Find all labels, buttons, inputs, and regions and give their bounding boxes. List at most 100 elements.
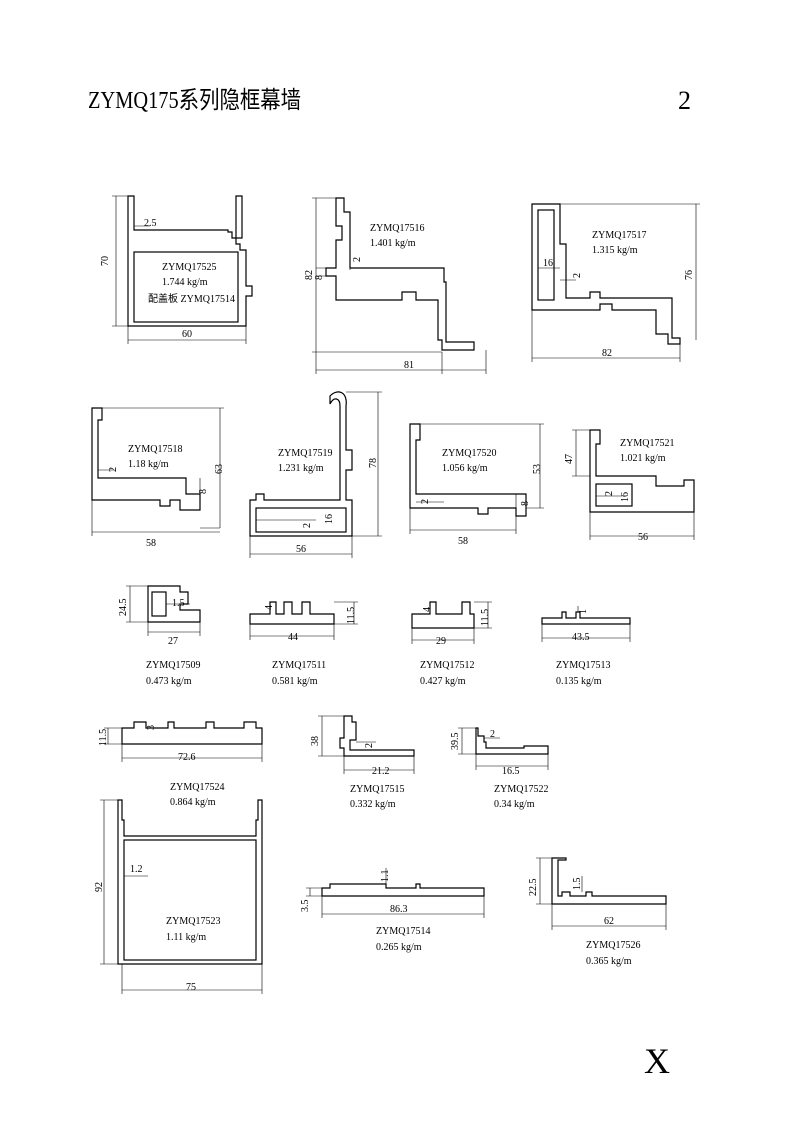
dim-label: 62 <box>604 916 614 927</box>
dim-line <box>306 868 485 918</box>
dim-line <box>318 715 415 774</box>
profile-weight: 1.18 kg/m <box>128 459 169 470</box>
dim-label: 2 <box>364 743 375 748</box>
profile-code: ZYMQ17516 <box>370 223 424 234</box>
profile-outline <box>249 601 335 625</box>
profile-weight: 1.11 kg/m <box>166 932 206 943</box>
dim-label: 29 <box>436 636 446 647</box>
page-title: ZYMQ175系列隐框幕墙 <box>88 88 302 114</box>
dim-line <box>104 727 263 762</box>
dim-label: 58 <box>146 538 156 549</box>
dim-label: 4 <box>422 607 433 612</box>
dim-label: 56 <box>296 544 306 555</box>
dim-label: 47 <box>564 454 575 464</box>
dim-label: 2 <box>420 499 431 504</box>
profile-outline <box>127 195 253 327</box>
dim-label: 22.5 <box>528 879 539 897</box>
dim-label: 82 <box>304 270 315 280</box>
dim-label: 2 <box>604 491 615 496</box>
profile-code: ZYMQ17522 <box>494 784 548 795</box>
profile-zymq17520: 53 58 2 8 ZYMQ17520 1.056 kg/m <box>409 423 544 547</box>
profile-code: ZYMQ17520 <box>442 448 496 459</box>
profile-outline <box>339 715 415 757</box>
dim-label: 11.5 <box>346 607 357 624</box>
profile-zymq17522: 39.5 16.5 2 ZYMQ17522 0.34 kg/m <box>450 727 549 810</box>
profile-outline <box>551 857 667 905</box>
dim-label: 2 <box>572 273 583 278</box>
dim-line <box>249 601 358 640</box>
dim-line <box>541 606 631 642</box>
profile-outline <box>325 197 475 351</box>
dim-label: 11.5 <box>98 729 109 746</box>
profile-zymq17514: 86.3 3.5 1.1 ZYMQ17514 0.265 kg/m <box>300 868 485 953</box>
profile-code: ZYMQ17526 <box>586 940 640 951</box>
dim-label: 92 <box>94 882 105 892</box>
profile-weight: 1.401 kg/m <box>370 238 416 249</box>
dim-label: 27 <box>168 636 178 647</box>
profile-weight: 1.021 kg/m <box>620 453 666 464</box>
dim-label: 82 <box>602 348 612 359</box>
profile-weight: 0.332 kg/m <box>350 799 396 810</box>
dim-label: 75 <box>186 982 196 993</box>
profile-code: ZYMQ17525 <box>162 262 216 273</box>
dim-label: 63 <box>214 464 225 474</box>
dim-label: 60 <box>182 329 192 340</box>
dim-label: 2.5 <box>144 218 157 229</box>
dim-label: 58 <box>458 536 468 547</box>
dim-label: 78 <box>368 458 379 468</box>
profile-inner-cavity <box>537 209 555 301</box>
dim-label: 2 <box>490 729 495 740</box>
profile-weight: 0.265 kg/m <box>376 942 422 953</box>
profile-weight: 0.34 kg/m <box>494 799 535 810</box>
profile-weight: 0.135 kg/m <box>556 676 602 687</box>
profile-outline <box>411 601 475 629</box>
dim-label: 76 <box>684 270 695 280</box>
dim-label: 70 <box>100 256 111 266</box>
profile-inner-cavity <box>133 251 239 323</box>
profile-code: ZYMQ17524 <box>170 782 224 793</box>
profile-code: ZYMQ17509 <box>146 660 200 671</box>
profile-zymq17518: 63 58 2 8 ZYMQ17518 1.18 kg/m <box>91 407 225 549</box>
profile-zymq17526: 62 22.5 1.5 ZYMQ17526 0.365 kg/m <box>528 857 667 967</box>
dim-line <box>112 195 247 344</box>
dim-label: 39.5 <box>450 733 461 751</box>
dim-label: 2 <box>352 257 363 262</box>
dim-label: 53 <box>532 464 543 474</box>
dim-line <box>126 585 201 636</box>
profile-zymq17519: 78 56 2 16 ZYMQ17519 1.231 kg/m <box>249 391 382 558</box>
dim-line <box>536 857 667 930</box>
page-number: 2 <box>678 86 691 115</box>
profile-zymq17524: 72.6 11.5 3 ZYMQ17524 0.864 kg/m <box>98 721 263 808</box>
dim-label: 4 <box>264 605 275 610</box>
dim-label: 16.5 <box>502 766 520 777</box>
profile-weight: 1.231 kg/m <box>278 463 324 474</box>
dim-label: 72.6 <box>178 752 196 763</box>
dim-label: 16 <box>620 492 631 502</box>
profile-zymq17511: 44 11.5 4 ZYMQ17511 0.581 kg/m <box>249 601 358 687</box>
profile-weight: 0.864 kg/m <box>170 797 216 808</box>
profile-zymq17513: 43.5 1 ZYMQ17513 0.135 kg/m <box>541 606 631 687</box>
profile-code: ZYMQ17511 <box>272 660 326 671</box>
profile-zymq17521: 47 56 2 16 ZYMQ17521 1.021 kg/m <box>564 429 695 543</box>
dim-line <box>458 727 549 770</box>
profile-weight: 0.581 kg/m <box>272 676 318 687</box>
dim-label: 86.3 <box>390 904 408 915</box>
dim-line <box>411 601 492 644</box>
profile-code: ZYMQ17521 <box>620 438 674 449</box>
profile-code: ZYMQ17514 <box>376 926 430 937</box>
profile-code: ZYMQ17523 <box>166 916 220 927</box>
profile-inner-cavity <box>151 591 167 617</box>
profile-zymq17512: 29 11.5 4 ZYMQ17512 0.427 kg/m <box>411 601 492 687</box>
dim-label: 81 <box>404 360 414 371</box>
profile-weight: 1.056 kg/m <box>442 463 488 474</box>
dim-label: 2 <box>108 467 119 472</box>
profile-outline <box>321 883 485 897</box>
dim-label: 1.5 <box>172 598 185 609</box>
profile-note: 配盖板 ZYMQ17514 <box>148 292 235 305</box>
profile-weight: 1.744 kg/m <box>162 277 208 288</box>
dim-label: 1.5 <box>572 878 583 891</box>
profile-outline <box>121 721 263 745</box>
dim-label: 3 <box>146 725 157 730</box>
dim-label: 24.5 <box>118 599 129 617</box>
